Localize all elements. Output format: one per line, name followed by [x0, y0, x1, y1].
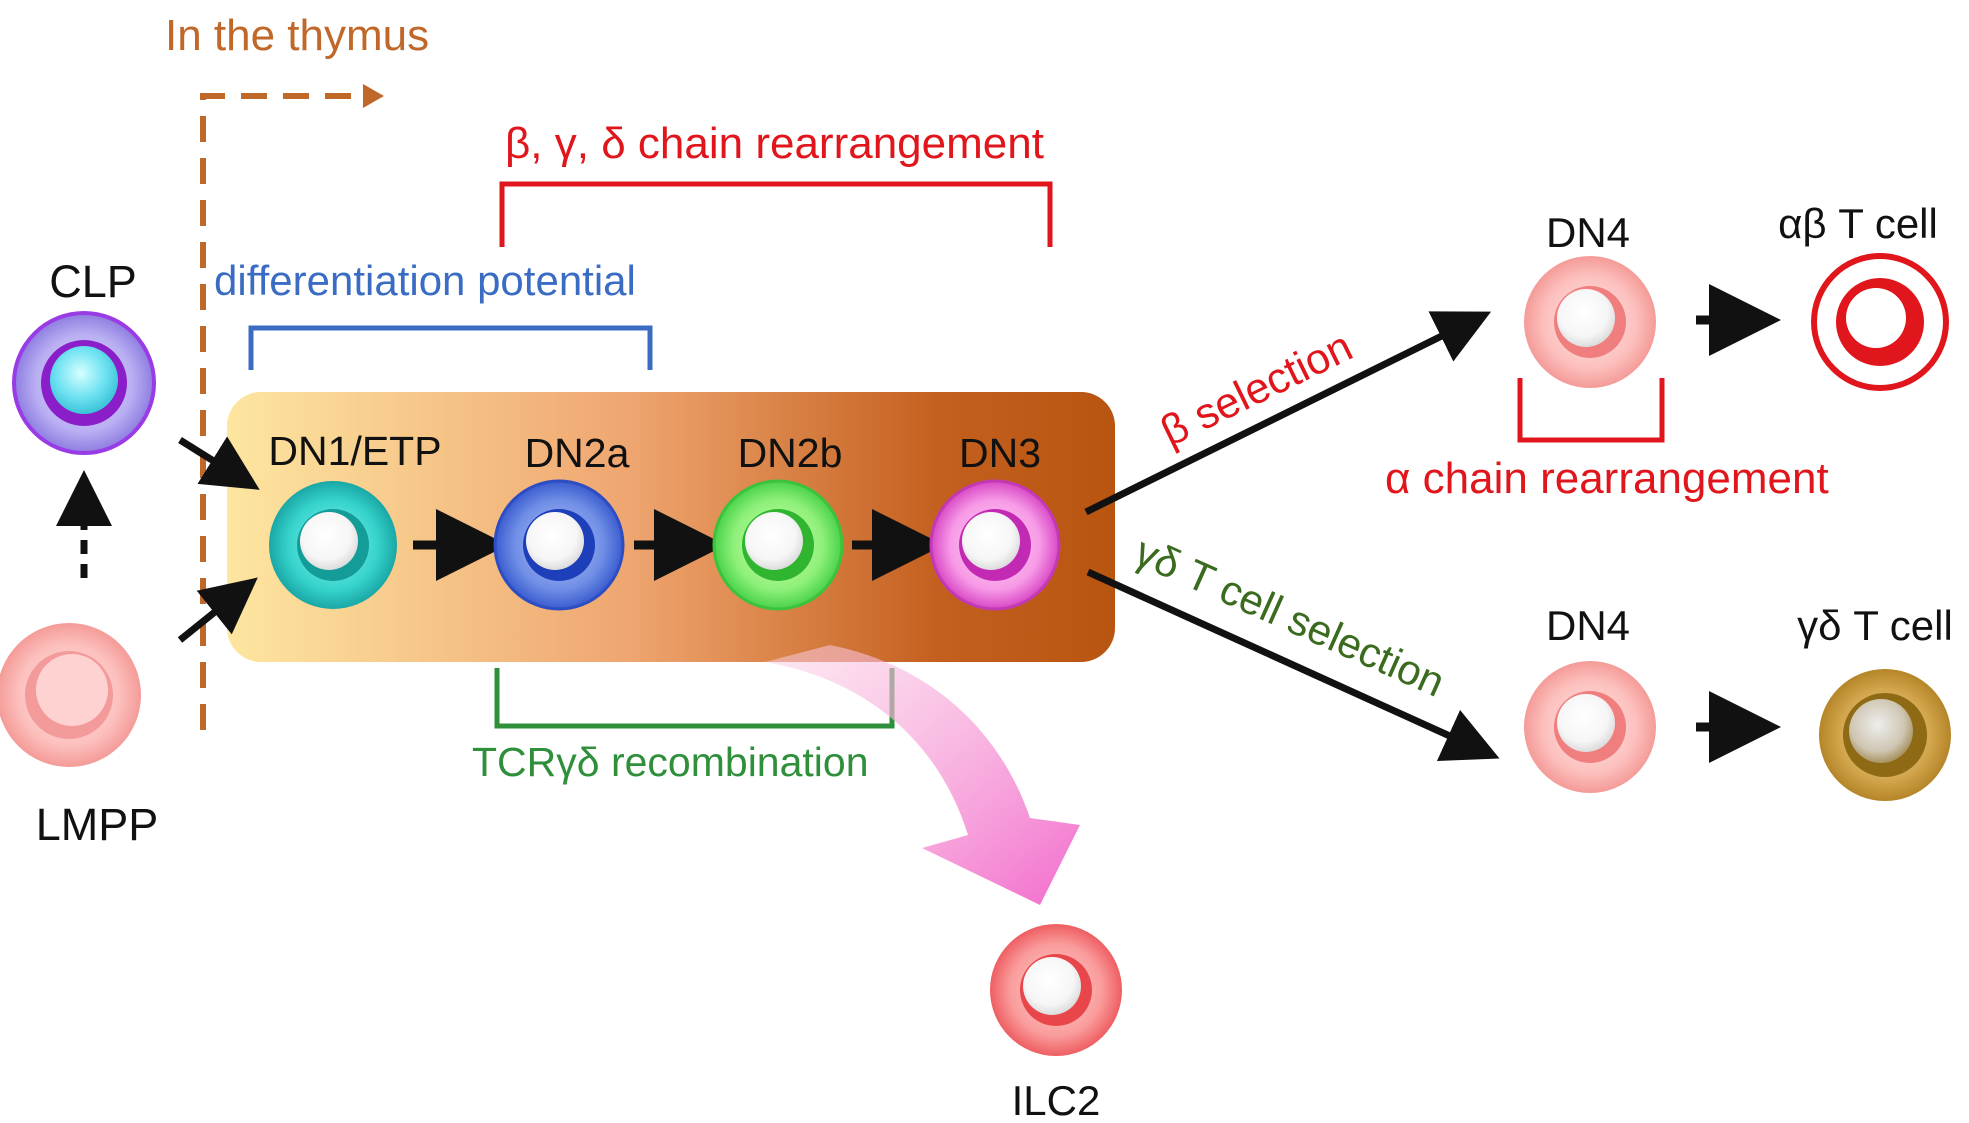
clp-label: CLP [49, 256, 137, 307]
dn2a-label: DN2a [525, 430, 630, 476]
thymus-arrowhead [363, 84, 384, 108]
thymus-dashed-line [200, 93, 365, 730]
cell-dn3: DN3 [929, 430, 1061, 611]
cell-dn2a: DN2a [493, 430, 630, 611]
dn3-label: DN3 [959, 430, 1041, 476]
cell-dn2b: DN2b [712, 430, 844, 611]
flow-arrows [56, 284, 1781, 763]
cell-dn4-top: DN4 [1524, 209, 1656, 388]
dn3-to-dn4-bottom-arrow [1086, 568, 1500, 761]
alpha-rearrangement-bracket [1517, 378, 1665, 443]
gd-selection-label: γδ T cell selection [1128, 527, 1451, 705]
tcr-recombination-bracket: TCRγδ recombination [472, 668, 895, 785]
tcr-recombination-label: TCRγδ recombination [472, 739, 869, 785]
dn4-top-label: DN4 [1546, 209, 1630, 256]
cell-clp: CLP [12, 256, 156, 455]
cell-dn1: DN1/ETP [268, 428, 442, 609]
dn2b-label: DN2b [738, 430, 843, 476]
ilc2-branch-arrow [765, 645, 1080, 905]
ab-t-label: αβ T cell [1778, 200, 1938, 247]
in-thymus-label: In the thymus [165, 11, 429, 60]
bgd-bracket-line [499, 181, 1053, 247]
cell-ab-t: αβ T cell [1778, 200, 1949, 391]
ilc2-label: ILC2 [1012, 1077, 1101, 1123]
clp-to-dn1-arrow [178, 436, 260, 490]
dn1-label: DN1/ETP [268, 428, 441, 474]
dn4-bottom-label: DN4 [1546, 602, 1630, 649]
bgd-rearrangement-bracket: β, γ, δ chain rearrangement [499, 119, 1053, 247]
gd-t-label: γδ T cell [1797, 602, 1953, 649]
differentiation-bracket-line [248, 325, 653, 370]
cell-ilc2: ILC2 [990, 924, 1122, 1123]
cell-dn4-bottom: DN4 [1524, 602, 1656, 793]
dn3-to-dn4-top-arrow [1084, 311, 1492, 516]
thymus-boundary: In the thymus [165, 11, 429, 730]
lmpp-label: LMPP [36, 799, 159, 850]
lmpp-to-dn1-arrow [177, 577, 258, 643]
cell-gd-t: γδ T cell [1797, 602, 1953, 801]
cell-lmpp: LMPP [0, 623, 158, 850]
bgd-rearrangement-label: β, γ, δ chain rearrangement [505, 119, 1044, 168]
alpha-rearrangement-label: α chain rearrangement [1385, 454, 1829, 503]
differentiation-potential-bracket: differentiation potential [214, 257, 653, 370]
differentiation-potential-label: differentiation potential [214, 257, 636, 304]
